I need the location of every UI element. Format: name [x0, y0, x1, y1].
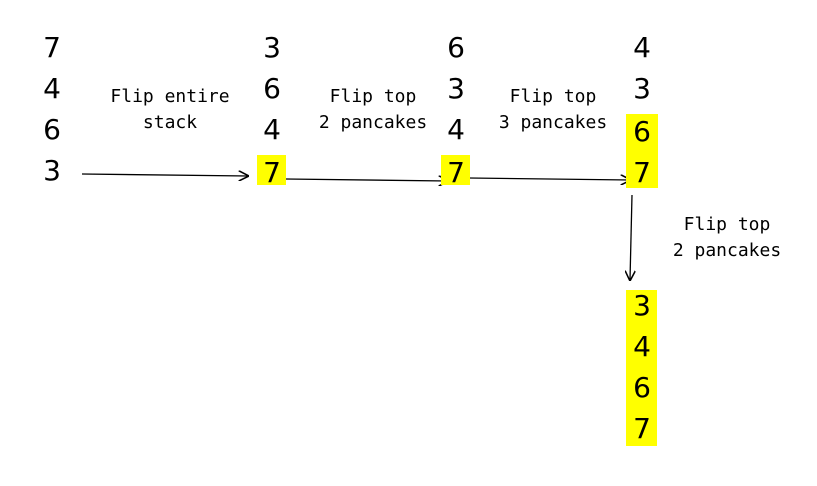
stack-item: 4 [447, 113, 465, 146]
step-label-2: Flip top 2 pancakes [298, 84, 448, 136]
highlight-stack-5-all [626, 290, 657, 446]
step-label-line: Flip top [329, 86, 417, 107]
stack-item: 7 [633, 412, 651, 445]
stack-item: 6 [447, 31, 465, 64]
stack-item: 6 [633, 115, 651, 148]
step-label-line: Flip entire [110, 86, 230, 107]
step-label-4: Flip top 2 pancakes [652, 212, 802, 264]
stack-item: 7 [447, 156, 465, 189]
stack-item: 7 [263, 156, 281, 189]
arrow-step-2 [285, 179, 448, 181]
step-label-line: 2 pancakes [672, 240, 782, 261]
arrow-step-3 [468, 178, 630, 180]
stack-item: 7 [43, 31, 61, 64]
stack-item: 6 [633, 371, 651, 404]
highlight-stack-4-bottom [626, 114, 658, 188]
stack-item: 6 [263, 72, 281, 105]
stack-item: 4 [43, 72, 61, 105]
highlight-stack-3-bottom [441, 155, 470, 185]
step-label-line: Flip top [509, 86, 597, 107]
step-label-1: Flip entire stack [95, 84, 245, 136]
step-label-line: Flip top [683, 214, 771, 235]
highlight-stack-2-bottom [257, 155, 286, 185]
arrow-step-1 [81, 174, 248, 176]
arrow-step-4 [630, 194, 632, 280]
stack-item: 3 [447, 72, 465, 105]
stack-item: 4 [633, 330, 651, 363]
stack-item: 7 [633, 156, 651, 189]
stack-item: 3 [263, 31, 281, 64]
stack-item: 6 [43, 113, 61, 146]
step-label-3: Flip top 3 pancakes [478, 84, 628, 136]
step-label-line: 3 pancakes [498, 112, 608, 133]
stack-item: 4 [633, 31, 651, 64]
stack-item: 3 [633, 289, 651, 322]
stack-item: 3 [633, 72, 651, 105]
stack-item: 4 [263, 113, 281, 146]
stack-item: 3 [43, 154, 61, 187]
step-label-line: stack [142, 112, 198, 133]
step-label-line: 2 pancakes [318, 112, 428, 133]
